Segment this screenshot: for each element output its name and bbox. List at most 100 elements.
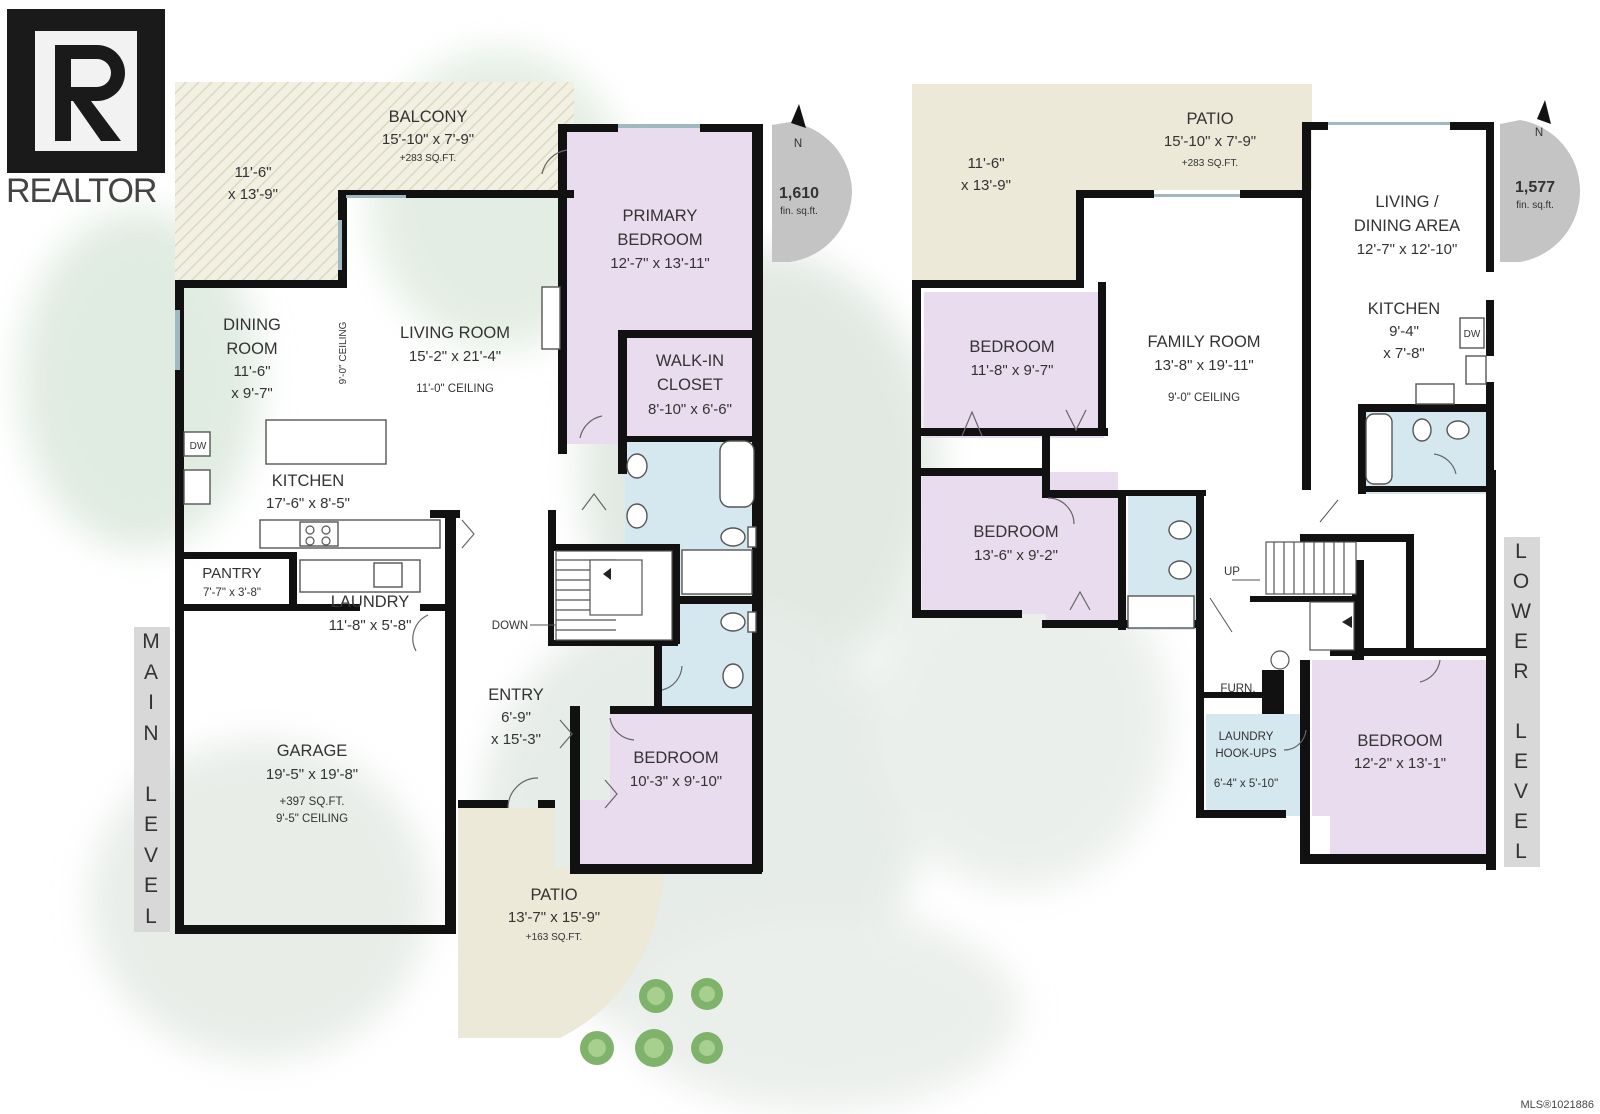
svg-text:+283 SQ.FT.: +283 SQ.FT. (400, 153, 456, 164)
lower-laundry-area (1206, 714, 1310, 816)
svg-text:LAUNDRY: LAUNDRY (1219, 731, 1274, 743)
svg-text:9'-0" CEILING: 9'-0" CEILING (1168, 392, 1240, 404)
svg-text:PANTRY: PANTRY (202, 565, 261, 582)
svg-text:15'-10" x 7'-9": 15'-10" x 7'-9" (382, 131, 474, 148)
lower-walls (912, 122, 1496, 870)
svg-text:BEDROOM: BEDROOM (969, 338, 1054, 356)
main-compass: N (791, 104, 806, 150)
svg-text:PATIO: PATIO (530, 886, 577, 904)
main-patio-label: PATIO 13'-7" x 15'-9" +163 SQ.FT. (508, 886, 600, 943)
main-doors (412, 149, 683, 932)
main-level-label: M A I N L E V E L (134, 627, 170, 932)
svg-text:fin. sq.ft.: fin. sq.ft. (780, 206, 818, 217)
svg-text:DW: DW (190, 441, 207, 452)
svg-text:CLOSET: CLOSET (657, 376, 723, 394)
svg-text:x 13'-9": x 13'-9" (961, 177, 1011, 194)
svg-text:PATIO: PATIO (1186, 110, 1233, 128)
balcony-area (175, 82, 574, 280)
svg-text:11'-8" x 9'-7": 11'-8" x 9'-7" (971, 362, 1054, 379)
svg-text:12'-7" x 13'-11": 12'-7" x 13'-11" (610, 255, 710, 272)
svg-text:N: N (1535, 127, 1543, 139)
lower-level-letter-5: R (1513, 660, 1531, 683)
svg-text:x 7'-8": x 7'-8" (1383, 345, 1425, 362)
svg-text:9'-5" CEILING: 9'-5" CEILING (276, 813, 348, 825)
svg-text:11'-8" x 5'-8": 11'-8" x 5'-8" (329, 617, 412, 634)
lower-level-letter-1: L (1515, 540, 1529, 563)
main-dining-room-label: DINING ROOM 11'-6" x 9'-7" 9'-0" CEILING (223, 316, 349, 402)
main-level-letter-9: L (145, 904, 159, 928)
mls-number: MLS®1021886 (1520, 1099, 1594, 1111)
main-level-letter-1: M (142, 630, 162, 654)
svg-text:13'-8" x 19'-11": 13'-8" x 19'-11" (1154, 357, 1254, 374)
main-level-letter-6: E (143, 813, 160, 837)
main-level-letter-4: N (143, 721, 161, 745)
main-walk-in-closet-label: WALK-IN CLOSET 8'-10" x 6'-6" (648, 352, 732, 418)
lower-level-letter-2: O (1512, 570, 1532, 593)
lower-level-letter-6: L (1515, 720, 1529, 743)
lower-family-room-label: FAMILY ROOM 13'-8" x 19'-11" 9'-0" CEILI… (1147, 333, 1260, 404)
svg-text:KITCHEN: KITCHEN (272, 472, 344, 490)
lower-area-badge: 1,577 fin. sq.ft. (1500, 120, 1581, 262)
lower-level-letter-7: E (1513, 750, 1530, 773)
lower-bedroom-1-label: BEDROOM 11'-8" x 9'-7" (969, 338, 1054, 379)
svg-text:19'-5" x 19'-8": 19'-5" x 19'-8" (266, 766, 358, 783)
main-down-label: DOWN (492, 620, 528, 632)
lower-level-space (1518, 690, 1526, 714)
svg-text:x 15'-3": x 15'-3" (491, 731, 541, 748)
svg-text:LAUNDRY: LAUNDRY (331, 593, 410, 611)
main-walls (175, 124, 763, 934)
main-bedroom-area (578, 714, 759, 868)
svg-text:6'-9": 6'-9" (501, 709, 531, 726)
walk-in-closet-area (625, 330, 759, 438)
lower-patio-area (912, 84, 1312, 280)
kitchen-island (265, 419, 387, 465)
svg-text:FAMILY ROOM: FAMILY ROOM (1147, 333, 1260, 351)
svg-text:6'-4" x 5'-10": 6'-4" x 5'-10" (1214, 778, 1278, 790)
main-pantry-label: PANTRY 7'-7" x 3'-8" (202, 565, 261, 599)
furnace-block (1262, 670, 1284, 714)
svg-text:+283 SQ.FT.: +283 SQ.FT. (1182, 158, 1238, 169)
svg-text:PRIMARY: PRIMARY (623, 207, 698, 225)
svg-text:+163 SQ.FT.: +163 SQ.FT. (526, 932, 582, 943)
lower-up-label: UP (1224, 566, 1240, 578)
svg-text:7'-7" x 3'-8": 7'-7" x 3'-8" (203, 587, 261, 599)
kitchen-counter (259, 519, 441, 549)
svg-text:1,577: 1,577 (1515, 179, 1555, 196)
fireplace (541, 286, 561, 350)
main-stairs (530, 550, 673, 641)
svg-text:fin. sq.ft.: fin. sq.ft. (1516, 200, 1554, 211)
lower-level-letter-4: E (1513, 630, 1530, 653)
main-level-letter-2: A (143, 660, 160, 684)
svg-text:12'-7" x 12'-10": 12'-7" x 12'-10" (1357, 241, 1458, 258)
lower-level-letter-3: W (1511, 600, 1533, 623)
lower-bedroom-2-area (922, 472, 1118, 628)
svg-text:N: N (794, 138, 802, 150)
svg-text:HOOK-UPS: HOOK-UPS (1215, 748, 1277, 760)
lower-fixtures (1127, 317, 1487, 670)
lower-living-dining-label: LIVING / DINING AREA 12'-7" x 12'-10" (1354, 193, 1460, 258)
svg-text:15'-2" x 21'-4": 15'-2" x 21'-4" (409, 348, 501, 365)
svg-text:x 9'-7": x 9'-7" (231, 385, 273, 402)
lower-patio-label: PATIO 15'-10" x 7'-9" +283 SQ.FT. 11'-6"… (961, 110, 1256, 194)
svg-text:ENTRY: ENTRY (488, 686, 544, 704)
realtor-logo-text: REALTOR (6, 172, 157, 210)
lower-bedroom-2-label: BEDROOM 13'-6" x 9'-2" (973, 523, 1058, 564)
main-balcony-label: BALCONY 15'-10" x 7'-9" +283 SQ.FT. 11'-… (228, 108, 474, 203)
svg-text:BALCONY: BALCONY (389, 108, 468, 126)
svg-text:1,610: 1,610 (779, 185, 819, 202)
main-primary-bedroom-label: PRIMARY BEDROOM 12'-7" x 13'-11" (610, 207, 710, 272)
lower-level-letter-10: L (1515, 840, 1529, 863)
main-kitchen-label: KITCHEN 17'-6" x 8'-5" DW (190, 441, 350, 512)
lower-bedroom-3-area (1312, 660, 1486, 860)
svg-text:13'-6" x 9'-2": 13'-6" x 9'-2" (974, 547, 1058, 564)
realtor-logo-mark (7, 9, 165, 173)
lower-furnace-label: FURN. (1220, 683, 1255, 695)
main-level-letter-8: E (143, 874, 160, 898)
svg-text:ROOM: ROOM (226, 340, 277, 358)
main-living-room-label: LIVING ROOM 15'-2" x 21'-4" 11'-0" CEILI… (400, 324, 510, 395)
lower-level-label: L O W E R L E V E L (1504, 537, 1540, 867)
svg-text:11'-0" CEILING: 11'-0" CEILING (416, 383, 494, 395)
main-bedroom-label: BEDROOM 10'-3" x 9'-10" (630, 749, 722, 790)
lower-doors (961, 409, 1457, 751)
lower-bedroom-1-area (924, 292, 1104, 438)
